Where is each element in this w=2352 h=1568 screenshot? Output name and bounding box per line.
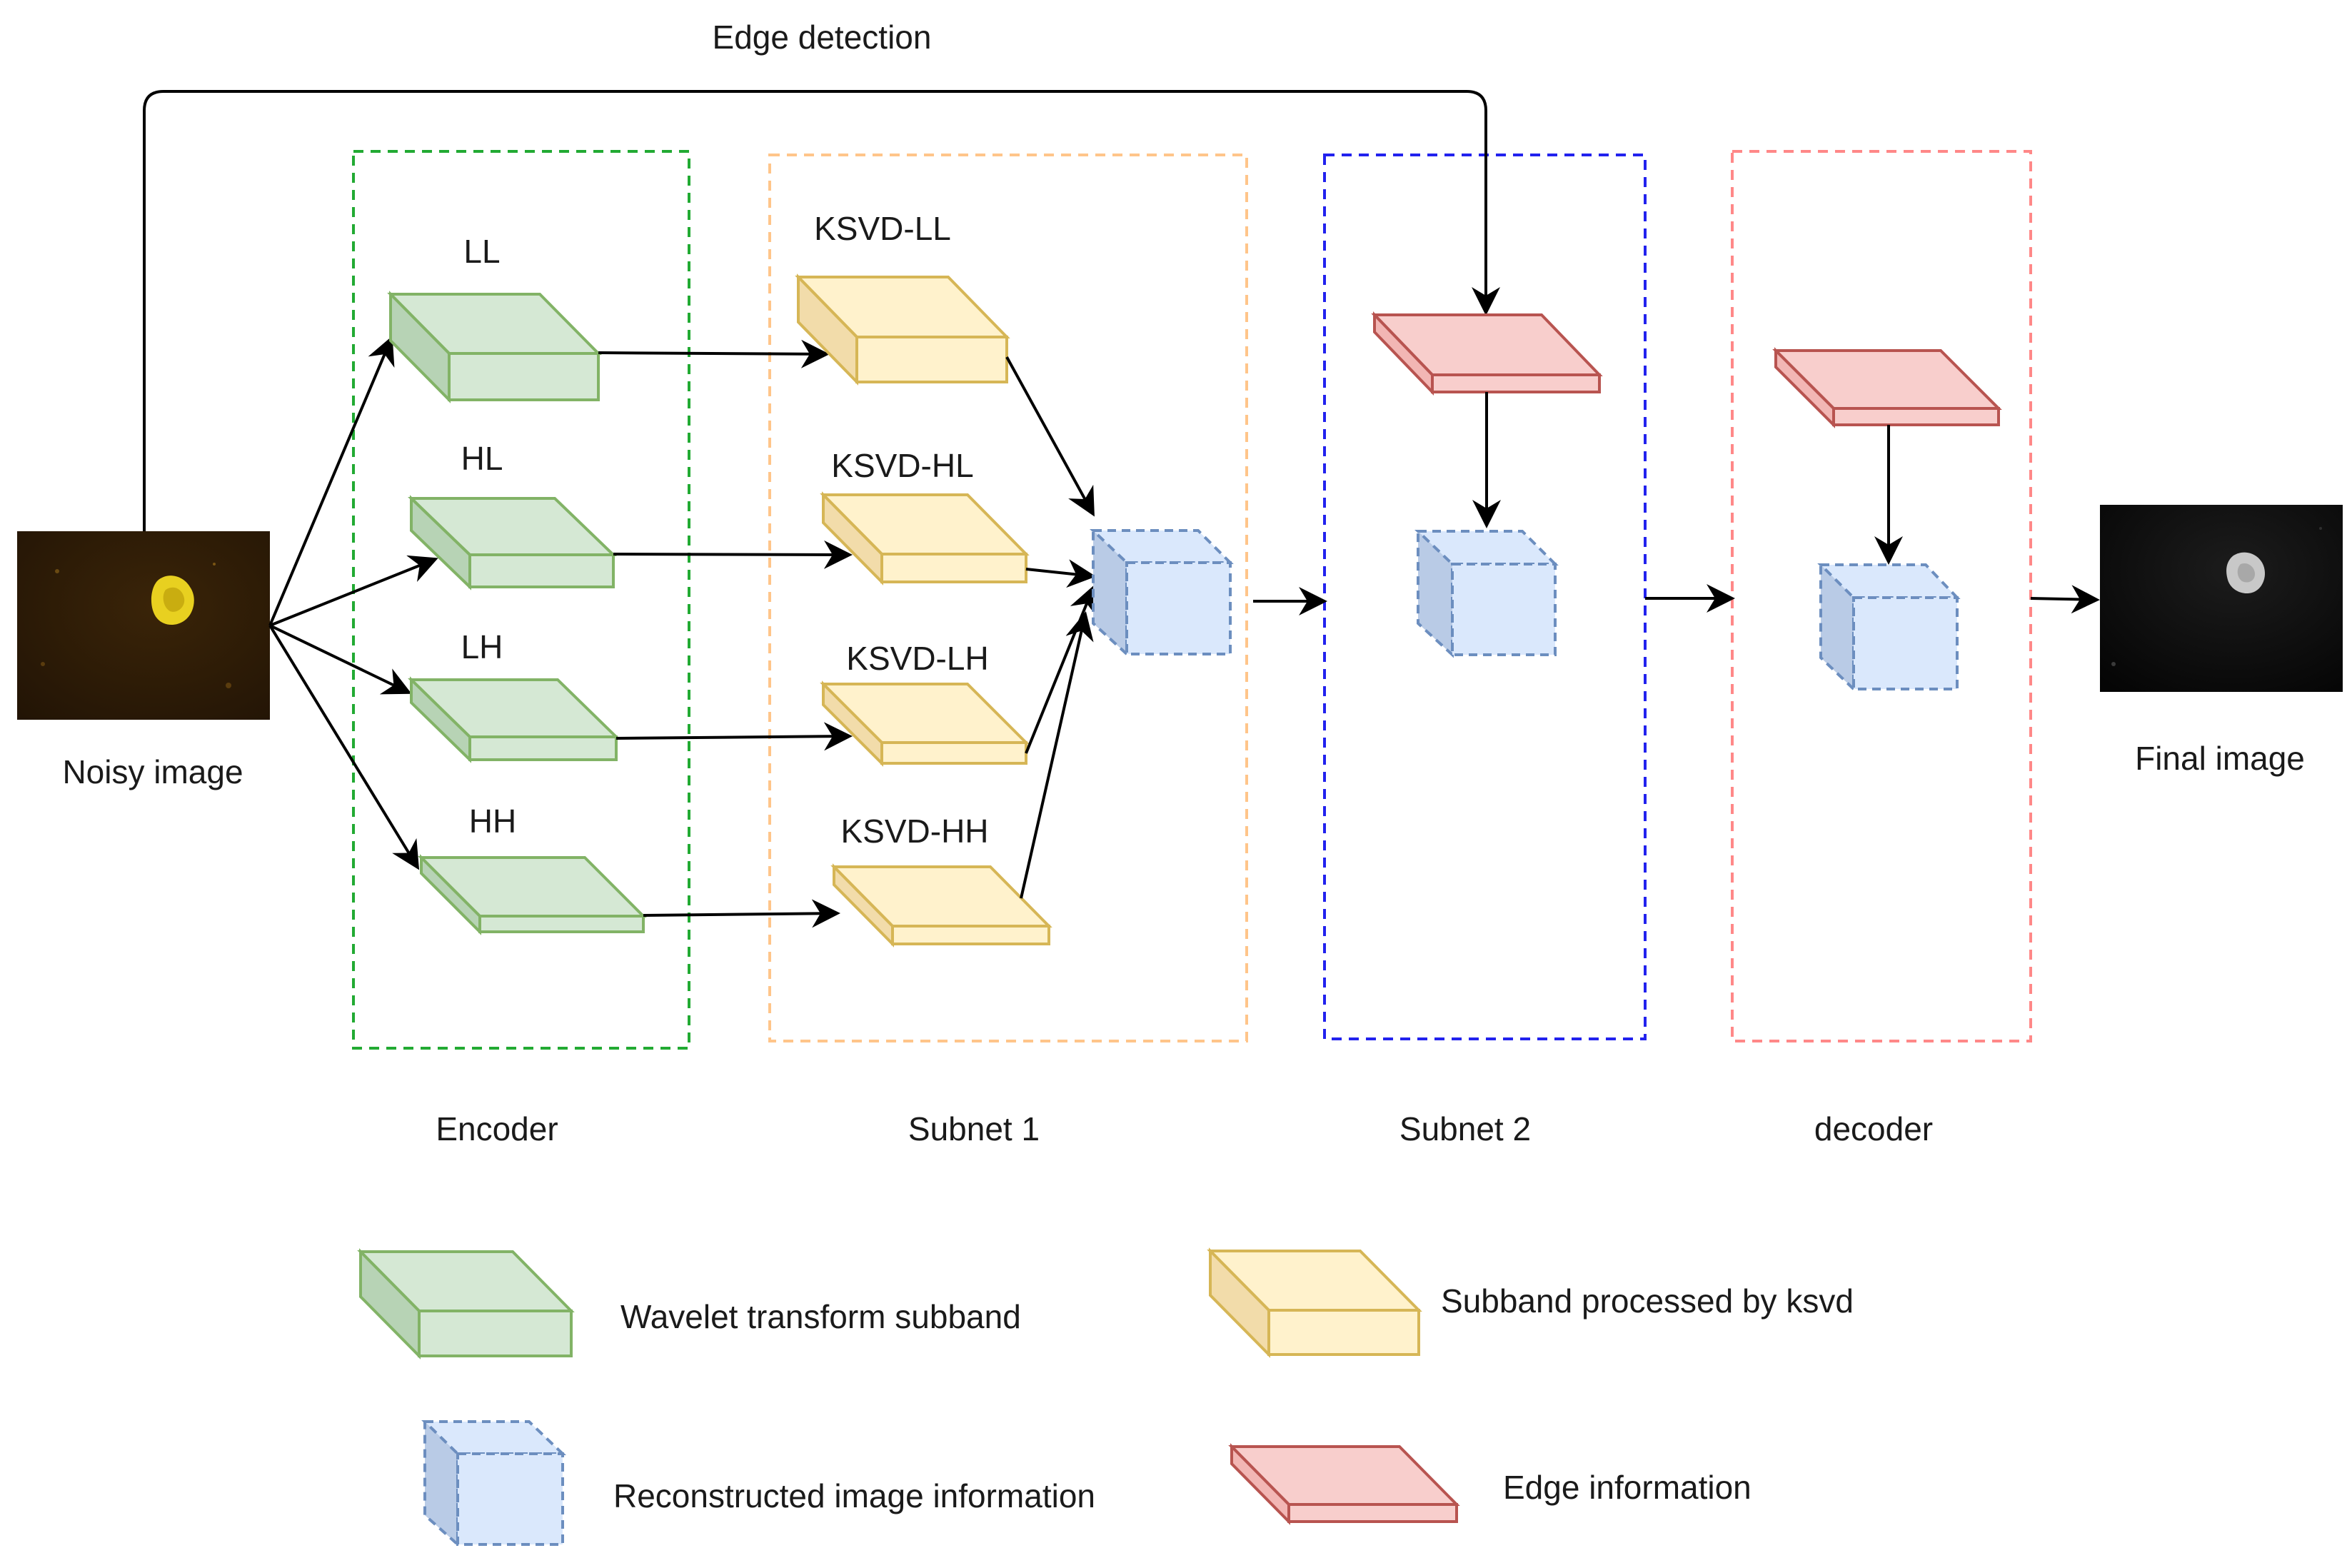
ksvd-ll-slab (795, 273, 1010, 386)
subnet2-cube (1414, 530, 1559, 658)
noisy-image (17, 531, 270, 720)
subnet1-label: Subnet 1 (908, 1110, 1040, 1147)
edge-detection-arrow (143, 90, 1500, 532)
legend-edge-swatch (1228, 1443, 1460, 1525)
decoder-label: decoder (1814, 1110, 1933, 1147)
arrow-ksvd-hl-to-cube (1025, 559, 1096, 588)
final-image (2100, 505, 2343, 692)
final-image-label: Final image (2135, 740, 2305, 777)
legend-edge-label: Edge information (1503, 1469, 1752, 1506)
legend-ksvd-swatch (1207, 1247, 1422, 1358)
subband-hh-label: HH (469, 803, 516, 840)
arrow-lh-to-ksvd-lh (615, 722, 853, 751)
ksvd-hl-label: KSVD-HL (831, 447, 973, 484)
subband-hh (418, 854, 647, 935)
encoder-label: Encoder (436, 1110, 558, 1147)
noisy-image-label: Noisy image (62, 753, 243, 790)
arrow-ksvd-ll-to-cube (1005, 356, 1095, 517)
ksvd-hh-slab (830, 863, 1052, 948)
arrow-ll-to-ksvd-ll (598, 339, 830, 368)
arrow-ksvd-hh-to-cube (1020, 611, 1094, 899)
arrow-input-to-hh (268, 624, 420, 870)
subband-lh-label: LH (461, 628, 503, 665)
ksvd-lh-label: KSVD-LH (846, 640, 988, 677)
subnet2-edge-slab (1371, 311, 1603, 396)
legend-ksvd-label: Subband processed by ksvd (1441, 1282, 1854, 1320)
decoder-container (1731, 150, 2032, 1042)
ksvd-lh-slab (820, 680, 1030, 767)
subband-hl-label: HL (461, 440, 503, 477)
subnet1-container (768, 154, 1248, 1042)
subband-ll (387, 291, 602, 403)
edge-detection-label: Edge detection (713, 19, 932, 56)
ksvd-hl-slab (820, 491, 1030, 586)
subband-lh (408, 676, 620, 763)
arrow-decoder-to-final (2030, 585, 2100, 614)
arrow-hh-to-ksvd-hh (643, 899, 840, 928)
legend-reconstructed-swatch (421, 1420, 566, 1548)
legend-wavelet-swatch (357, 1248, 575, 1360)
subband-ll-label: LL (463, 233, 500, 270)
subnet2-label: Subnet 2 (1399, 1110, 1531, 1147)
subnet1-cube (1090, 529, 1234, 658)
decoder-edge-slab (1772, 347, 2002, 428)
legend-wavelet-label: Wavelet transform subband (620, 1298, 1021, 1335)
ksvd-hh-label: KSVD-HH (840, 813, 988, 850)
arrow-input-to-ll (268, 336, 395, 626)
subband-hl (408, 495, 617, 590)
legend-reconstructed-label: Reconstructed image information (613, 1477, 1095, 1514)
arrow-input-to-lh (269, 624, 412, 695)
arrow-hl-to-ksvd-hl (613, 540, 853, 569)
arrow-input-to-hl (269, 555, 438, 627)
ksvd-ll-label: KSVD-LL (814, 210, 951, 247)
decoder-cube (1817, 563, 1961, 693)
